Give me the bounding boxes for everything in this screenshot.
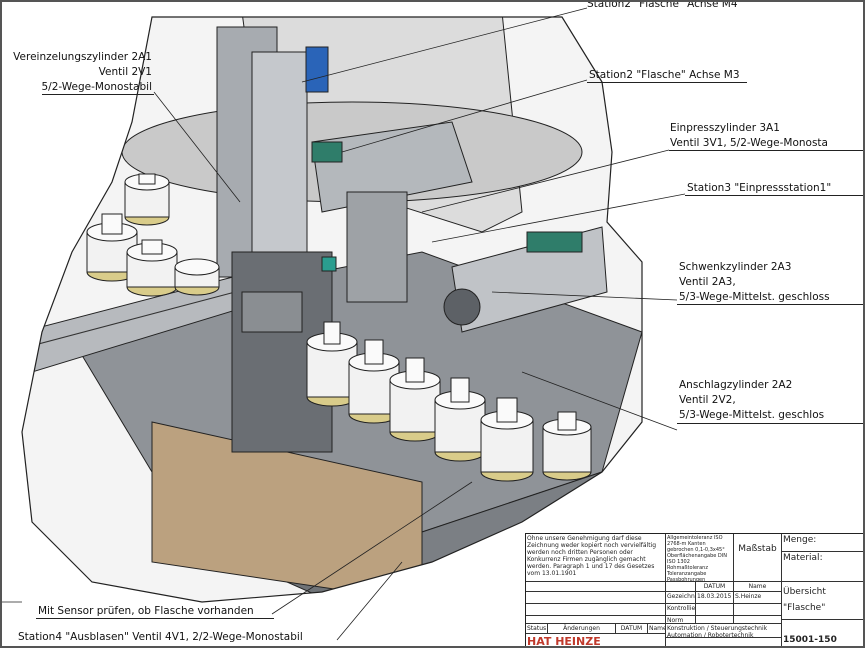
company-logo: HAT HEINZE	[526, 634, 666, 646]
label-underline	[669, 150, 863, 151]
aenderungen-label: Änderungen	[548, 624, 616, 634]
name-label: Name	[648, 624, 666, 634]
label-station2-achse-m3: Station2 "Flasche" Achse M3	[589, 69, 740, 81]
label-station4-ausblasen: Station4 "Ausblasen" Ventil 4V1, 2/2-Weg…	[18, 631, 303, 643]
label-ventil-2v2: Ventil 2V2,	[679, 394, 736, 406]
label-station3-einpressstation: Station3 "Einpressstation1"	[687, 182, 832, 194]
title-block: Ohne unsere Genehmigung darf diese Zeich…	[525, 533, 863, 646]
status-label: Status	[526, 624, 548, 634]
rev-blank-2	[526, 592, 666, 604]
drawing-title-line2: "Flasche"	[782, 602, 863, 620]
label-sensor-pruefen: Mit Sensor prüfen, ob Flasche vorhanden	[38, 605, 254, 617]
label-ventil-2a3: Ventil 2A3,	[679, 276, 736, 288]
rev-blank-4	[526, 616, 666, 624]
name-header: Name	[734, 582, 782, 592]
label-station2-achse-m4: Station2 "Flasche" Achse M4	[587, 0, 738, 10]
empty-cell	[666, 638, 782, 646]
label-schwenkzylinder: Schwenkzylinder 2A3	[679, 261, 792, 273]
datum-label: DATUM	[616, 624, 648, 634]
massstab-label: Maßstab	[734, 534, 782, 582]
drawn-by: S.Heinze	[734, 592, 782, 604]
label-5-3-wege-anschlag: 5/3-Wege-Mittelst. geschlos	[679, 409, 825, 421]
material-label: Material:	[782, 552, 863, 582]
tolerance-notes: Allgemeintoleranz ISO 2768-m Kanten gebr…	[666, 534, 734, 582]
label-anschlagzylinder: Anschlagzylinder 2A2	[679, 379, 793, 391]
label-underline	[685, 195, 863, 196]
drawing-title-line1: Übersicht	[783, 587, 826, 597]
label-underline	[677, 304, 863, 305]
drawing-number: 15001-150	[783, 635, 837, 645]
label-underline	[587, 82, 747, 83]
rev-blank-3	[526, 604, 666, 616]
label-underline	[42, 94, 154, 95]
empty-cell	[696, 616, 734, 624]
empty-cell	[696, 604, 734, 616]
empty-cell	[734, 616, 782, 624]
label-underline	[36, 618, 274, 619]
label-5-3-wege-schwenk: 5/3-Wege-Mittelst. geschloss	[679, 291, 830, 303]
rev-blank-1	[526, 582, 666, 592]
menge-label: Menge:	[782, 534, 863, 552]
label-ventil-2v1: Ventil 2V1	[98, 66, 152, 78]
empty-cell	[666, 582, 696, 592]
kontrolliert-label: Kontrolliert	[666, 604, 696, 616]
label-vereinzelungszylinder: Vereinzelungszylinder 2A1	[13, 51, 152, 63]
department: Konstruktion / Steuerungstechnik Automat…	[666, 624, 782, 638]
label-einpresszylinder: Einpresszylinder 3A1	[670, 122, 780, 134]
label-ventil-3v1: Ventil 3V1, 5/2-Wege-Monosta	[670, 137, 828, 149]
norm-label: Norm	[666, 616, 696, 624]
label-underline	[677, 423, 863, 424]
gezeichnet-label: Gezeichnet	[666, 592, 696, 604]
drawing-date: 18.03.2015	[696, 592, 734, 604]
label-5-2-wege-monostabil: 5/2-Wege-Monostabil	[41, 81, 153, 93]
empty-cell	[734, 604, 782, 616]
copyright-notice: Ohne unsere Genehmigung darf diese Zeich…	[526, 534, 666, 582]
datum-header: DATUM	[696, 582, 734, 592]
